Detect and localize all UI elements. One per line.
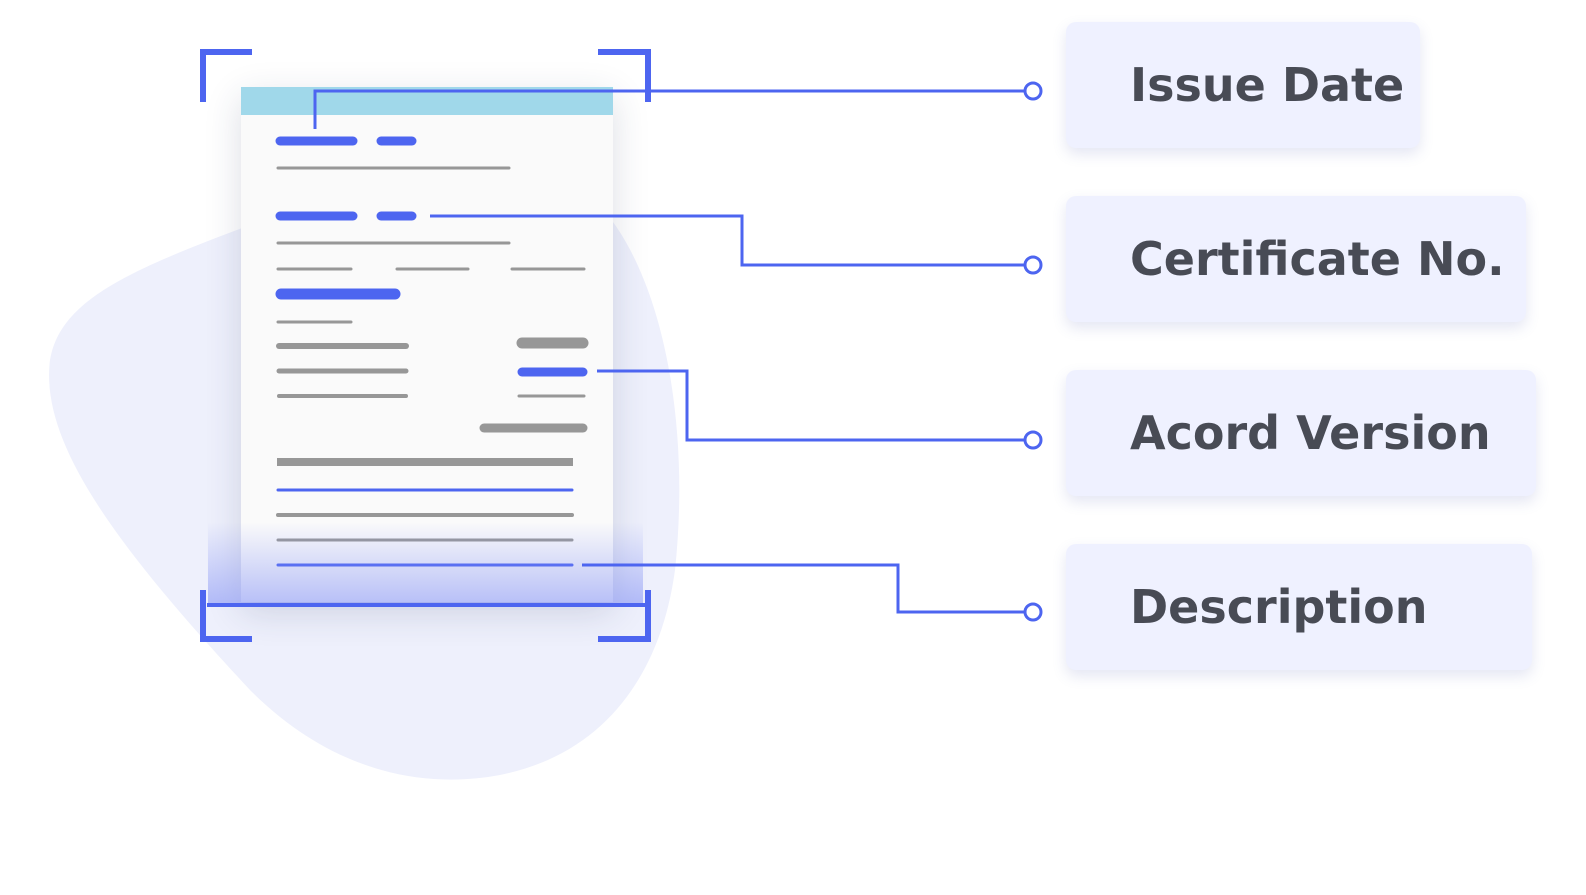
label-description: Description xyxy=(1130,580,1428,634)
label-card-description: Description xyxy=(1066,544,1532,670)
label-certificate-no: Certificate No. xyxy=(1130,232,1505,286)
connector-dot-certificate-no xyxy=(1023,255,1043,275)
connector-dot-acord-version xyxy=(1023,430,1043,450)
label-card-certificate-no: Certificate No. xyxy=(1066,196,1526,322)
label-issue-date: Issue Date xyxy=(1130,58,1405,112)
connector-description xyxy=(582,563,1025,614)
label-card-acord-version: Acord Version xyxy=(1066,370,1536,496)
scan-corner-top-right xyxy=(598,49,651,102)
connector-acord-version xyxy=(597,369,1025,442)
scan-corner-bottom-right xyxy=(598,590,651,642)
connector-dot-description xyxy=(1023,602,1043,622)
label-card-issue-date: Issue Date xyxy=(1066,22,1420,148)
scan-corner-bottom-left xyxy=(200,590,252,642)
label-acord-version: Acord Version xyxy=(1130,406,1491,460)
connector-issue-date xyxy=(313,89,1025,129)
document-page xyxy=(241,87,613,602)
connector-dot-issue-date xyxy=(1023,81,1043,101)
connector-certificate-no xyxy=(430,214,1025,267)
scan-corner-top-left xyxy=(200,49,252,102)
scan-glow xyxy=(208,522,643,606)
